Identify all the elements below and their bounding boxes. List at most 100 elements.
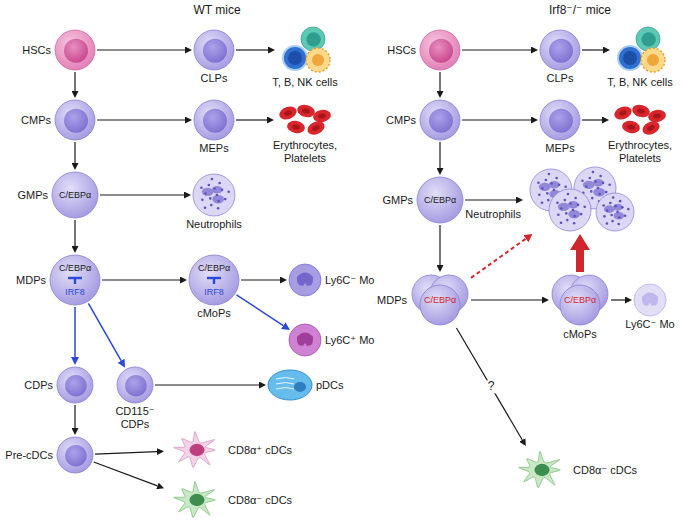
- cell-node: CD8α⁻ cDCs: [511, 448, 569, 492]
- cell-label: Ly6C⁺ Mo: [325, 334, 374, 347]
- cell-label: MDPs: [377, 294, 407, 307]
- cell-icon: [540, 100, 580, 140]
- arrow-connector: [439, 225, 440, 265]
- cell-label: CLPs: [201, 72, 228, 85]
- cell-icon: [194, 100, 234, 140]
- arrow-connector: [465, 199, 516, 200]
- arrow-connector: [97, 49, 185, 50]
- cell-label: T, B, NK cells: [607, 76, 672, 89]
- cell-icon: [540, 30, 580, 70]
- cell-label: HSCs: [387, 44, 416, 57]
- arrow-connector: [439, 142, 440, 168]
- cell-icon: [189, 255, 239, 305]
- cell-label: CMPs: [21, 114, 51, 127]
- arrow-connector: [582, 49, 603, 50]
- cell-label: CMPs: [386, 114, 416, 127]
- cell-label: MEPs: [199, 142, 228, 155]
- marker-label: C/EBPα: [564, 295, 596, 305]
- cell-icon: [420, 100, 460, 140]
- cell-icon: [193, 174, 235, 216]
- cell-label: CDPs: [24, 379, 53, 392]
- cell-node: CDPs: [57, 367, 93, 403]
- marker-label: IRF8: [65, 287, 85, 297]
- cell-icon: [268, 370, 312, 400]
- arrow-connector: [462, 49, 531, 50]
- marker-label: C/EBPα: [424, 295, 456, 305]
- cell-label: pDCs: [316, 379, 344, 392]
- arrow-connector: [74, 72, 75, 91]
- cell-icon: [420, 30, 460, 70]
- arrow-connector: [95, 452, 157, 455]
- cell-node: Neutrophils: [193, 174, 235, 216]
- panel-title: Irf8⁻/⁻ mice: [549, 4, 611, 18]
- cell-icon: [611, 103, 669, 137]
- cell-node: C/EBPαIRF8cMoPs: [189, 255, 239, 305]
- arrow-connector: [236, 49, 268, 50]
- cell-label: Ly6C⁻ Mo: [325, 274, 374, 287]
- arrow-connector: [74, 220, 75, 246]
- arrow-connector: [471, 239, 526, 278]
- cell-label: CLPs: [547, 72, 574, 85]
- arrow-connector: [471, 299, 542, 300]
- cell-label: MEPs: [545, 142, 574, 155]
- cell-icon: [117, 367, 153, 403]
- cell-node: Ly6C⁻ Mo: [634, 284, 666, 316]
- cell-icon: [276, 103, 334, 137]
- marker-label: C/EBPα: [424, 195, 456, 205]
- cell-node: HSCs: [420, 30, 460, 70]
- cell-icon: [277, 26, 333, 74]
- cell-label: cMoPs: [563, 328, 597, 341]
- arrow-connector: [576, 250, 584, 272]
- arrow-connector: [456, 328, 522, 440]
- cell-node: Neutrophils: [525, 168, 635, 232]
- cell-node: MDPsC/EBPαIRF8: [50, 255, 100, 305]
- cell-node: T, B, NK cells: [612, 26, 668, 74]
- cell-icon: [634, 284, 666, 316]
- cell-label: Neutrophils: [465, 208, 521, 221]
- cell-icon: [55, 30, 95, 70]
- cell-label: cMoPs: [197, 307, 231, 320]
- arrow-connector: [155, 384, 259, 385]
- cell-label: CD8α⁻ cDCs: [573, 464, 637, 477]
- cell-node: T, B, NK cells: [277, 26, 333, 74]
- cell-icon: [289, 324, 321, 356]
- cell-label: Erythrocytes, Platelets: [268, 139, 342, 164]
- cell-node: MEPs: [194, 100, 234, 140]
- cell-icon: [55, 100, 95, 140]
- arrow-connector: [439, 72, 440, 91]
- arrow-connector: [74, 142, 75, 163]
- cell-icon: [612, 26, 668, 74]
- arrow-connector: [100, 194, 184, 195]
- marker-label: C/EBPα: [59, 263, 91, 273]
- panel-title: WT mice: [193, 4, 240, 18]
- cell-node: C/EBPαcMoPs: [551, 274, 609, 326]
- arrow-connector: [88, 303, 121, 360]
- arrow-connector: [74, 307, 76, 357]
- cell-node: Ly6C⁺ Mo: [289, 324, 321, 356]
- marker-label: C/EBPα: [59, 190, 91, 200]
- cell-icon: [194, 30, 234, 70]
- cell-node: Ly6C⁻ Mo: [289, 264, 321, 296]
- cell-label: CD8α⁻ cDCs: [228, 494, 292, 507]
- cell-label: GMPs: [17, 189, 48, 202]
- arrow-connector: [74, 405, 75, 428]
- cell-label: T, B, NK cells: [272, 76, 337, 89]
- cell-node: Erythrocytes, Platelets: [276, 103, 334, 137]
- cell-label: MDPs: [16, 274, 46, 287]
- cell-node: pDCs: [268, 370, 312, 400]
- cell-label: CD115⁻ CDPs: [110, 405, 160, 430]
- cell-node: CMPs: [420, 100, 460, 140]
- cell-label: Ly6C⁻ Mo: [625, 318, 674, 331]
- cell-icon: [511, 448, 569, 492]
- cell-icon: [289, 264, 321, 296]
- cell-label: Pre-cDCs: [5, 449, 53, 462]
- cell-node: Pre-cDCs: [57, 437, 93, 473]
- arrow-connector: [94, 462, 158, 486]
- cell-label: Neutrophils: [186, 218, 242, 231]
- cell-label: HSCs: [22, 44, 51, 57]
- cell-icon: [57, 367, 93, 403]
- cell-node: CLPs: [540, 30, 580, 70]
- cell-node: HSCs: [55, 30, 95, 70]
- cell-label: GMPs: [382, 194, 413, 207]
